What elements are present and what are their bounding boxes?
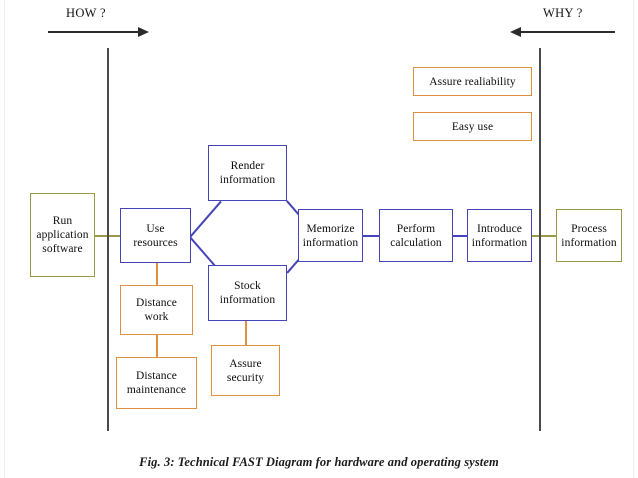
node-process-information[interactable]: Process information — [556, 209, 622, 262]
node-process-information-line1: Process — [571, 222, 607, 235]
node-distance-work-line1: Distance — [135, 297, 178, 309]
node-stock-information[interactable]: Stock information — [208, 265, 287, 321]
node-run-application-software-line3: software — [42, 243, 83, 255]
node-assure-security-line2: security — [226, 371, 265, 384]
node-process-information-line2: information — [561, 236, 617, 249]
link-distance-work-to-maintenance — [156, 334, 158, 358]
node-introduce-information-line2: information — [471, 236, 528, 249]
node-introduce-information-line1: Introduce — [477, 222, 522, 235]
node-assure-security-line1: Assure — [229, 357, 262, 370]
node-memorize-information-line1: Memorize — [306, 222, 355, 235]
node-render-information-line1: Render — [230, 160, 265, 172]
node-perform-calculation[interactable]: Perform calculation — [379, 209, 453, 262]
node-use-resources[interactable]: Use resources — [120, 208, 191, 263]
node-use-resources-line1: Use — [146, 222, 165, 235]
link-stock-to-assure-security — [245, 320, 247, 346]
node-stock-information-line2: information — [219, 294, 276, 306]
link-use-to-distance-work — [156, 262, 158, 286]
node-perform-calculation-line1: Perform — [396, 222, 436, 235]
scope-line-left — [107, 48, 109, 431]
how-label: HOW ? — [66, 6, 106, 20]
why-arrow-line — [521, 31, 615, 33]
why-arrow-head-icon — [510, 26, 521, 37]
node-memorize-information-line2: information — [302, 236, 359, 249]
figure-caption: Fig. 3: Technical FAST Diagram for hardw… — [139, 455, 499, 469]
node-render-information-line2: information — [219, 174, 276, 186]
node-assure-realiability-line1: Assure realiability — [429, 75, 516, 88]
node-easy-use[interactable]: Easy use — [413, 112, 532, 141]
node-render-information[interactable]: Render information — [208, 145, 287, 201]
how-arrow-line — [48, 31, 140, 33]
node-run-application-software-line2: application — [36, 229, 89, 241]
node-distance-maintenance[interactable]: Distance maintenance — [116, 357, 197, 409]
why-label: WHY ? — [543, 6, 583, 20]
scope-line-right — [539, 48, 541, 431]
node-distance-work[interactable]: Distance work — [120, 285, 193, 335]
node-distance-work-line2: work — [144, 311, 169, 323]
link-memorize-to-perform — [362, 235, 380, 237]
how-arrow-head-icon — [138, 26, 149, 37]
node-perform-calculation-line2: calculation — [390, 236, 442, 249]
link-introduce-to-process — [531, 235, 557, 237]
link-perform-to-introduce — [452, 235, 468, 237]
link-use-to-render — [189, 200, 222, 238]
node-introduce-information[interactable]: Introduce information — [467, 209, 532, 262]
node-run-application-software-line1: Run — [52, 215, 73, 227]
page-edge-right — [633, 0, 634, 478]
node-run-application-software[interactable]: Run application software — [30, 193, 95, 277]
node-stock-information-line1: Stock — [234, 280, 261, 292]
node-distance-maintenance-line1: Distance — [135, 370, 178, 382]
node-assure-security[interactable]: Assure security — [211, 345, 280, 396]
node-use-resources-line2: resources — [133, 236, 178, 249]
node-memorize-information[interactable]: Memorize information — [298, 209, 363, 262]
page-edge-left — [4, 0, 5, 478]
node-assure-realiability[interactable]: Assure realiability — [413, 67, 532, 96]
node-easy-use-line1: Easy use — [451, 120, 494, 133]
node-distance-maintenance-line2: maintenance — [126, 384, 187, 396]
